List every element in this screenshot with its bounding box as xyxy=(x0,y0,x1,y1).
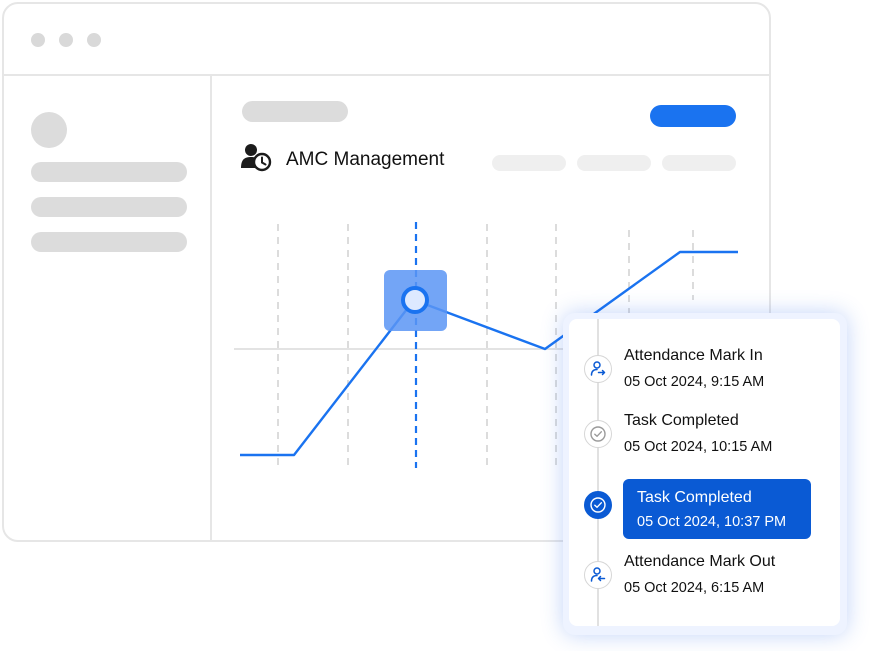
sidebar xyxy=(4,76,212,540)
filter-placeholder-1[interactable] xyxy=(492,155,566,171)
chart-point-marker[interactable] xyxy=(401,286,429,314)
activity-timeline-card: Attendance Mark In 05 Oct 2024, 9:15 AM … xyxy=(563,313,847,635)
app-window xyxy=(2,2,771,542)
timeline-item-active[interactable]: Task Completed 05 Oct 2024, 10:37 PM xyxy=(623,479,811,539)
filter-placeholder-3[interactable] xyxy=(662,155,736,171)
timeline-item-2-time: 05 Oct 2024, 10:15 AM xyxy=(624,439,773,455)
chart-series-line xyxy=(240,250,738,457)
primary-action-button[interactable] xyxy=(650,105,736,127)
timeline-item-1-title: Attendance Mark In xyxy=(624,347,763,364)
window-dot-1[interactable] xyxy=(31,33,45,47)
timeline-item-2-title: Task Completed xyxy=(624,412,739,429)
check-circle-icon xyxy=(584,491,612,519)
timeline-item-4-time: 05 Oct 2024, 6:15 AM xyxy=(624,580,765,596)
user-arrow-in-icon xyxy=(584,355,612,383)
timeline-item-1-time: 05 Oct 2024, 9:15 AM xyxy=(624,374,765,390)
user-arrow-out-icon xyxy=(584,561,612,589)
sidebar-placeholder-item-1[interactable] xyxy=(31,162,187,182)
timeline-item-3-time: 05 Oct 2024, 10:37 PM xyxy=(637,514,787,530)
filter-placeholder-2[interactable] xyxy=(577,155,651,171)
page-title-row: AMC Management xyxy=(240,142,444,177)
user-clock-icon xyxy=(240,142,274,177)
avatar-placeholder xyxy=(31,112,67,148)
window-dot-2[interactable] xyxy=(59,33,73,47)
timeline-item-4-title: Attendance Mark Out xyxy=(624,553,776,570)
timeline-item-3-title: Task Completed xyxy=(637,489,752,506)
activity-timeline-panel: Attendance Mark In 05 Oct 2024, 9:15 AM … xyxy=(569,319,840,626)
title-bar xyxy=(4,4,769,76)
header-placeholder xyxy=(242,101,348,122)
check-circle-icon xyxy=(584,420,612,448)
sidebar-placeholder-item-3[interactable] xyxy=(31,232,187,252)
window-dot-3[interactable] xyxy=(87,33,101,47)
page-title: AMC Management xyxy=(286,148,445,170)
timeline-track xyxy=(597,319,599,626)
sidebar-placeholder-item-2[interactable] xyxy=(31,197,187,217)
